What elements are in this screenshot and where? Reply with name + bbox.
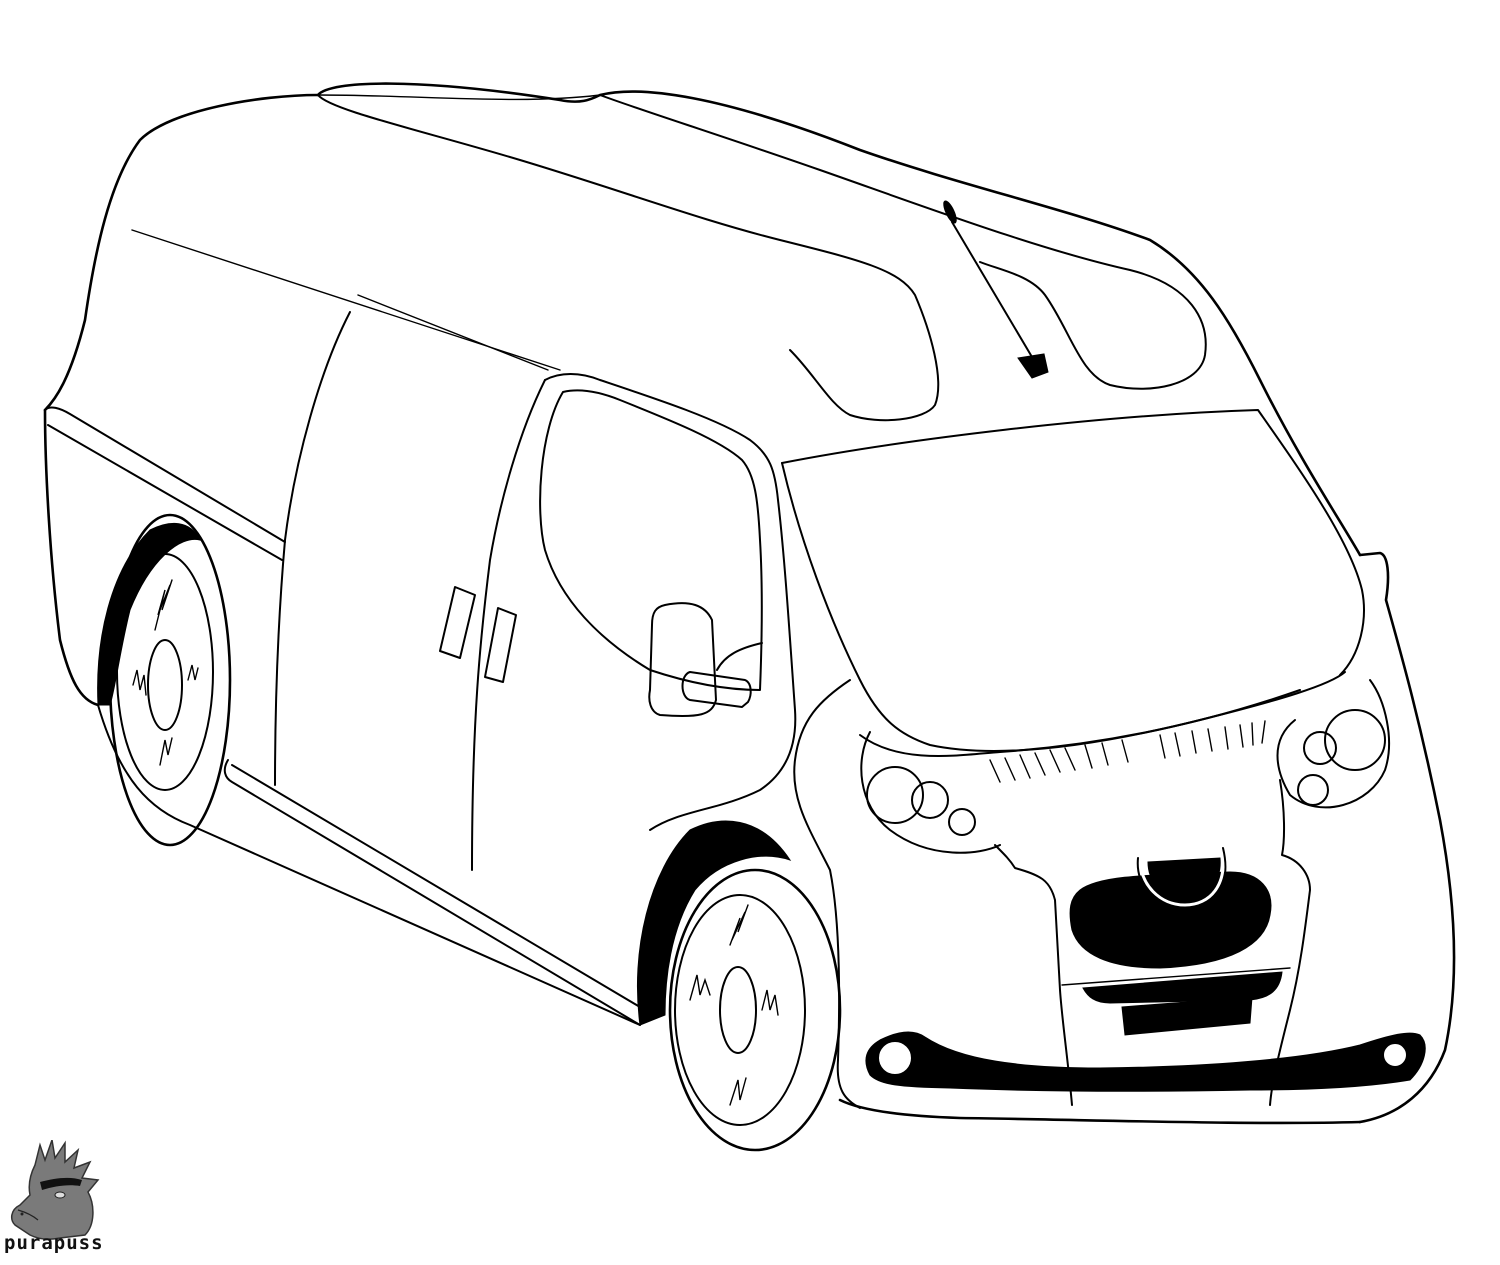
rear-wheel	[97, 513, 232, 847]
door-handles	[439, 586, 517, 683]
front-fender-line	[793, 679, 861, 1109]
hood-vents	[989, 720, 1266, 783]
left-fog-light	[877, 1040, 913, 1076]
left-headlight	[860, 731, 1001, 854]
front-door-handle	[484, 607, 517, 683]
right-fog-light	[1382, 1042, 1408, 1068]
right-headlight	[1276, 679, 1391, 809]
roof-details	[131, 94, 1207, 422]
front-bumper-bar	[865, 1031, 1426, 1092]
horse-head-logo	[10, 1140, 100, 1240]
side-panels	[44, 311, 797, 1026]
license-plate	[1121, 996, 1253, 1036]
antenna	[943, 200, 1049, 379]
windshield	[781, 409, 1365, 752]
side-mirror	[648, 602, 763, 718]
sliding-door-handle	[439, 586, 476, 659]
front-fascia	[859, 679, 1426, 1106]
van-body-outline	[43, 82, 1456, 1125]
watermark-text: purapuss	[4, 1232, 104, 1254]
logo-emblem	[1147, 857, 1221, 897]
front-wheel	[637, 820, 842, 1152]
